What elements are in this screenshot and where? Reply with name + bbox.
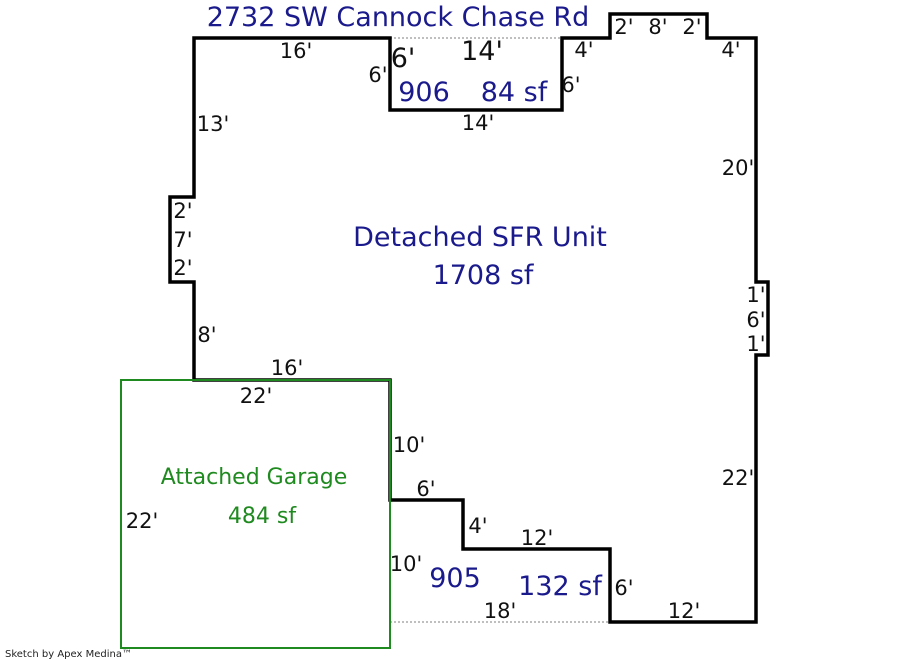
dim-right-6: 6' — [746, 308, 765, 332]
area-905-size: 132 sf — [518, 571, 603, 602]
dim-top-8: 8' — [648, 15, 667, 39]
dim-top-4b: 4' — [721, 38, 740, 62]
dim-top-2a: 2' — [614, 15, 633, 39]
dim-step-4: 4' — [468, 514, 487, 538]
dim-recess-6-right: 6' — [561, 73, 580, 97]
dim-recess-14-bottom: 14' — [462, 111, 495, 135]
dim-garage-10-b: 10' — [390, 552, 423, 576]
main-area-name: Detached SFR Unit — [353, 222, 607, 253]
dim-garage-10-a: 10' — [393, 433, 426, 457]
dim-bottom-12: 12' — [668, 599, 701, 623]
dim-left-7: 7' — [173, 228, 192, 252]
garage-name: Attached Garage — [161, 465, 347, 490]
dim-bottom-18: 18' — [484, 599, 517, 623]
area-906-code: 906 — [398, 77, 450, 108]
dim-garage-22-left: 22' — [126, 509, 159, 533]
dim-right-20: 20' — [722, 156, 755, 180]
dim-recess-6-left: 6' — [368, 63, 387, 87]
dim-garage-22-top: 22' — [240, 384, 273, 408]
area-906-size: 84 sf — [481, 77, 549, 108]
dim-right-22: 22' — [722, 466, 755, 490]
garage-size: 484 sf — [228, 504, 297, 529]
address-title: 2732 SW Cannock Chase Rd — [207, 2, 590, 33]
dim-mid-16: 16' — [271, 356, 304, 380]
area-905-code: 905 — [429, 563, 481, 594]
dim-step-12: 12' — [521, 526, 554, 550]
dim-step-6: 6' — [416, 477, 435, 501]
main-area-size: 1708 sf — [433, 260, 535, 291]
dim-left-2b: 2' — [173, 256, 192, 280]
dim-top-16: 16' — [280, 39, 313, 63]
dim-top-6: 6' — [391, 43, 416, 74]
dim-left-8: 8' — [197, 323, 216, 347]
dim-bottom-6: 6' — [614, 576, 633, 600]
garage-outline — [120, 379, 391, 649]
dim-top-14: 14' — [461, 36, 503, 67]
dim-top-2b: 2' — [682, 15, 701, 39]
sketch-credit: Sketch by Apex Medina™ — [5, 649, 132, 660]
dim-top-4a: 4' — [574, 38, 593, 62]
dim-right-1b: 1' — [746, 332, 765, 356]
dim-left-2a: 2' — [173, 199, 192, 223]
dim-right-1a: 1' — [746, 283, 765, 307]
dim-left-13: 13' — [197, 112, 230, 136]
main-house-outline — [168, 12, 770, 624]
